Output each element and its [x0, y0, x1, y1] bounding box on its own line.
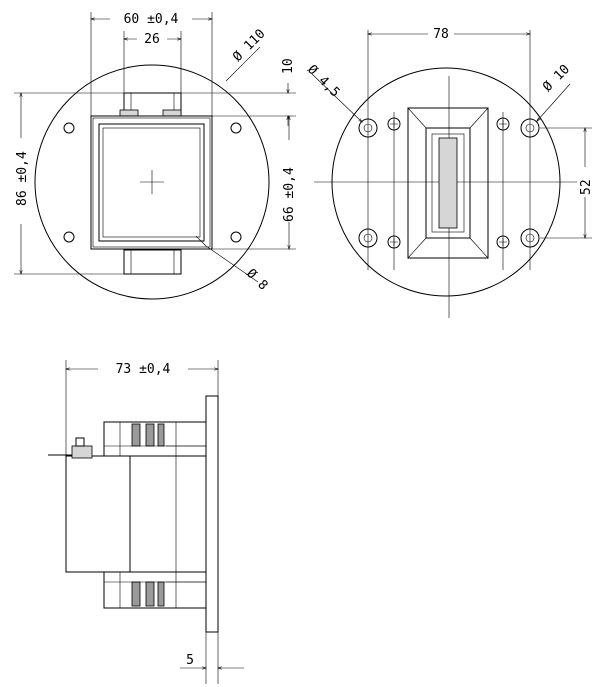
side-terminal — [71, 445, 93, 459]
dim-dia8-label: Ø 8 — [243, 266, 270, 293]
side-flange-plate — [205, 395, 219, 633]
front-mount-hole-br — [230, 231, 242, 243]
dim-10-label: 10 — [281, 58, 296, 74]
dim-73-label: 73 ±0,4 — [116, 362, 171, 377]
rear-ribbon-slot — [438, 137, 458, 229]
side-upper-block — [103, 421, 207, 457]
dim-dia45-label: Ø 4,5 — [304, 62, 342, 100]
front-mount-hole-tr — [230, 122, 242, 134]
front-bottom-protrusion — [123, 249, 182, 275]
dim-5-label: 5 — [186, 653, 194, 668]
rear-view: 78 Ø 4,5 Ø 10 52 — [304, 26, 594, 318]
dim-26-label: 26 — [144, 32, 160, 47]
front-view: 60 ±0,4 26 Ø 110 10 86 ±0,4 66 ±0,4 Ø 8 — [13, 11, 297, 300]
front-flange-circle — [34, 64, 270, 300]
front-magnet-housing-inner — [98, 123, 205, 242]
dim-86-label: 86 ±0,4 — [15, 151, 30, 206]
rear-horn-outer — [407, 107, 489, 259]
side-lower-block — [103, 571, 207, 609]
dim-66-label: 66 ±0,4 — [282, 167, 297, 222]
front-magnet-housing-outer — [90, 115, 213, 250]
dim-52-label: 52 — [579, 179, 594, 195]
dim-78-label: 78 — [433, 27, 449, 42]
dim-60-label: 60 ±0,4 — [124, 12, 179, 27]
side-view: 73 ±0,4 5 — [48, 360, 244, 684]
dim-dia10-label: Ø 10 — [540, 62, 573, 95]
dim-dia110-label: Ø 110 — [230, 27, 268, 65]
front-mount-hole-tl — [63, 122, 75, 134]
rear-horn-inner — [425, 127, 471, 239]
front-mount-hole-bl — [63, 231, 75, 243]
side-magnet-body — [65, 455, 131, 573]
